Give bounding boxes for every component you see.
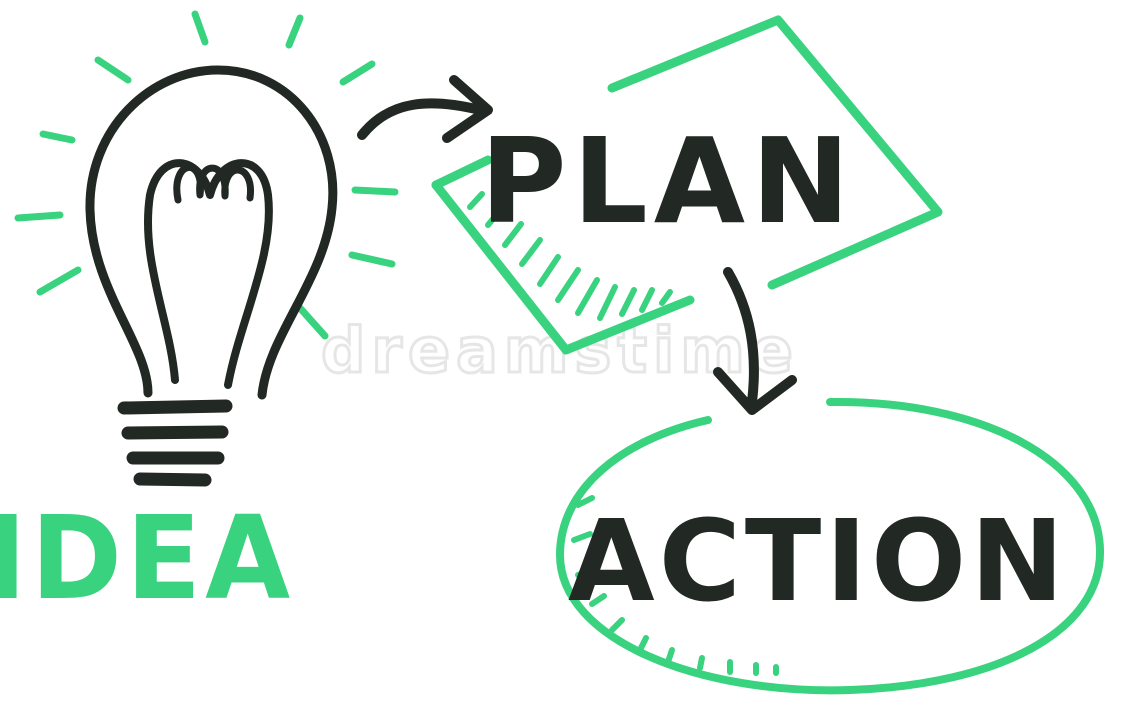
oval-outline	[555, 397, 1105, 695]
arrow-idea-to-plan	[357, 75, 493, 143]
light-rays	[14, 10, 399, 340]
paper-folded-corner	[431, 180, 695, 355]
lightbulb-icon	[14, 10, 399, 487]
paper-back-edge	[431, 155, 493, 190]
filament-coil	[173, 163, 254, 204]
oval-hatching	[571, 495, 779, 676]
bulb-filament	[143, 159, 273, 389]
arrow-plan-to-action	[713, 267, 797, 415]
plan-label: PLAN	[480, 112, 856, 250]
sheet-of-paper-icon	[431, 15, 943, 355]
bulb-base	[117, 399, 233, 487]
bulb-outline	[85, 65, 338, 400]
oval-outline-icon	[555, 397, 1105, 695]
paper-hatching	[467, 191, 673, 321]
action-label: ACTION	[568, 497, 1068, 627]
idea-label: IDEA	[0, 490, 294, 625]
paper-outline	[607, 15, 943, 290]
